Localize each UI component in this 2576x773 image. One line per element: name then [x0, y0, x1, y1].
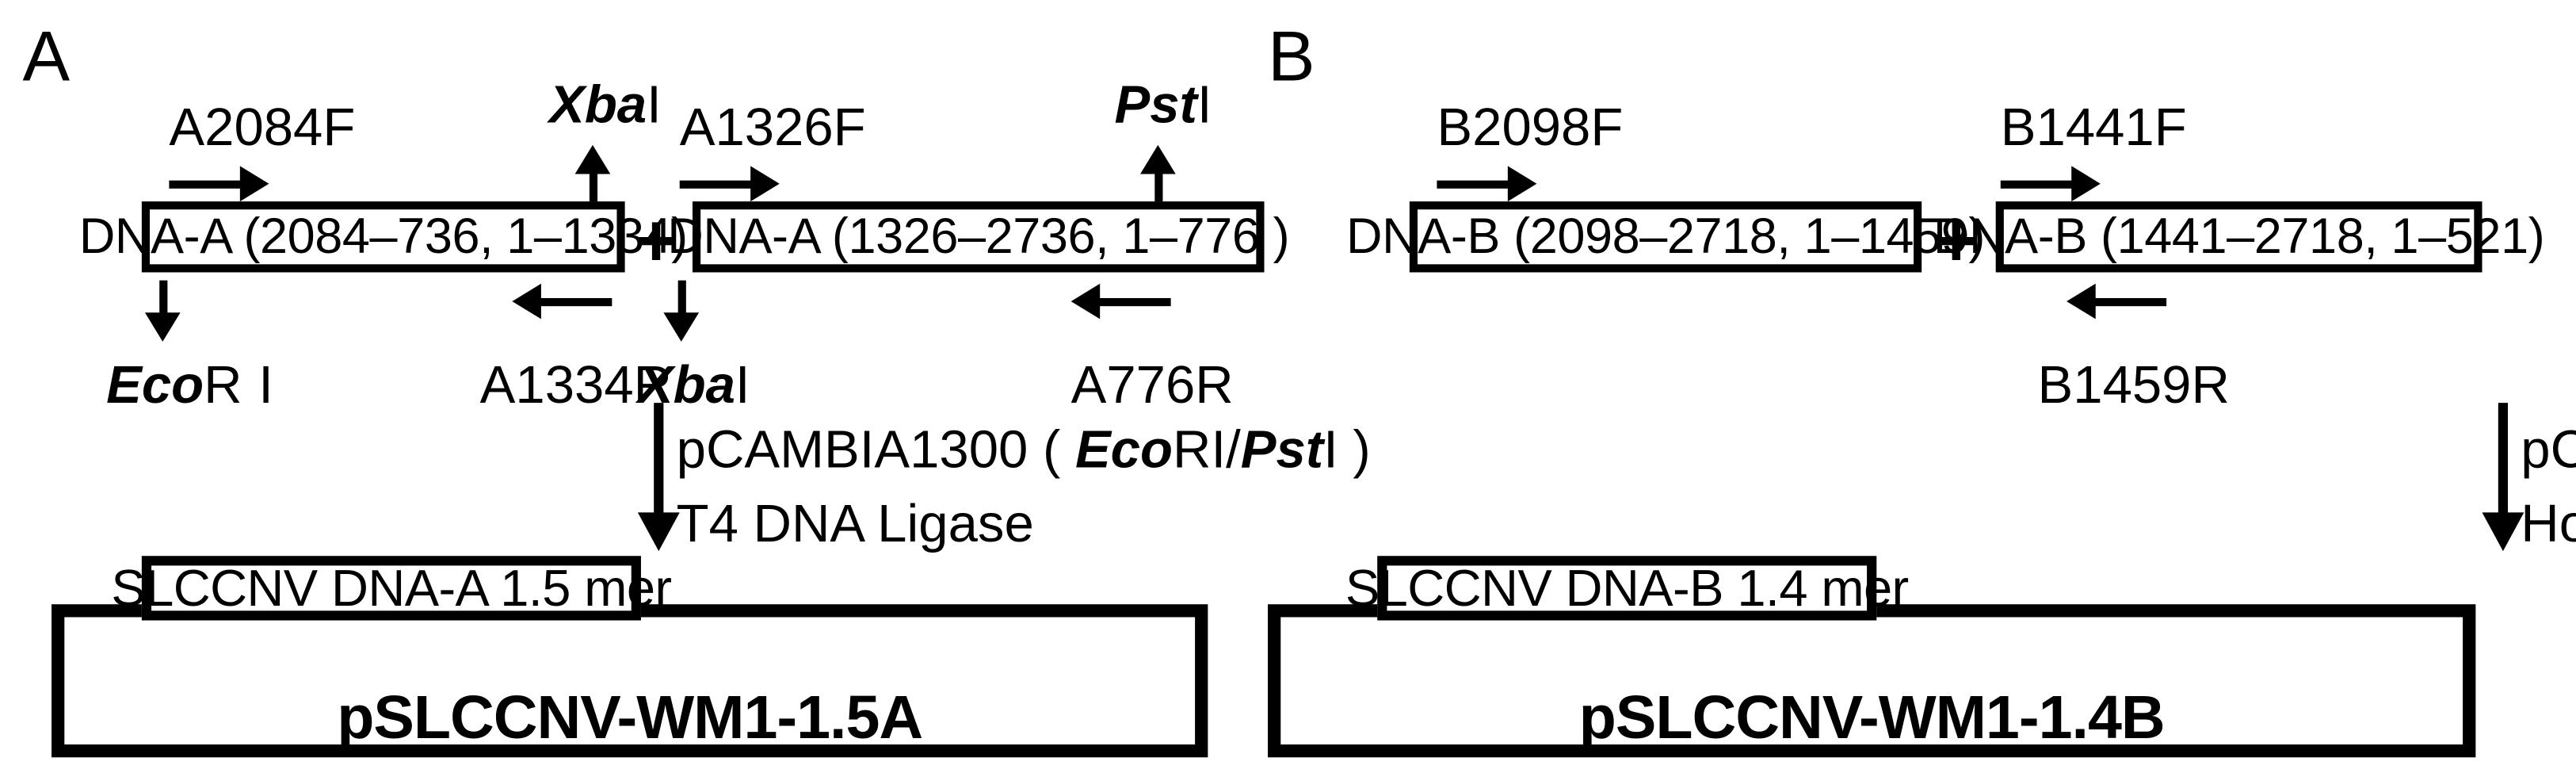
panel-a-letter: A — [22, 17, 71, 97]
primer-label-b2098f: B2098F — [1437, 96, 1624, 157]
construct-name-b: pSLCCNV-WM1-1.4B — [1578, 684, 2166, 753]
arrow-up-icon-psti — [1140, 144, 1176, 207]
fragment-box-dna-b-1: DNA-B (2098–2718, 1–1459) — [1346, 201, 1985, 273]
construct-insert-a: SLCCNV DNA-A 1.5 mer — [111, 556, 672, 621]
construct-insert-b: SLCCNV DNA-B 1.4 mer — [1345, 556, 1909, 621]
arrow-left-icon-b1459r — [2067, 283, 2167, 320]
arrow-right-icon-b1441f — [2000, 166, 2101, 202]
primer-label-a776r: A776R — [1070, 354, 1234, 415]
arrow-left-icon-a776r — [1070, 283, 1171, 320]
restriction-site-label-ecori: EcoR I — [106, 354, 273, 415]
plus-joiner-a: + — [634, 197, 678, 282]
panel-b: B B2098F B1441F DNA-B (2098–2718, 1–1459… — [1268, 0, 2576, 773]
construct-plasmid-a: pSLCCNV-WM1-1.5A — [52, 604, 1208, 758]
arrow-left-icon-a1334r — [512, 283, 613, 320]
primer-label-a1326f: A1326F — [679, 96, 866, 157]
primer-label-a2084f: A2084F — [169, 96, 356, 157]
panel-b-letter: B — [1268, 17, 1315, 97]
arrow-right-icon-b2098f — [1437, 166, 1537, 202]
arrow-down-long-icon-panel-b — [2482, 403, 2524, 552]
fragment-box-dna-a-1: DNA-A (2084–736, 1–1334) — [79, 201, 688, 273]
arrow-right-icon-a2084f — [169, 166, 269, 202]
fragment-box-dna-a-2: DNA-A (1326–2736, 1–776 ) — [667, 201, 1290, 273]
restriction-site-label-psti-top: PstI — [1114, 74, 1212, 134]
arrow-right-icon-a1326f — [679, 166, 780, 202]
restriction-site-label-xbai-top: XbaI — [549, 74, 662, 134]
arrow-up-icon-xbai — [574, 144, 611, 207]
arrow-down-icon-xbai-bottom — [663, 280, 700, 342]
primer-label-b1441f: B1441F — [2000, 96, 2187, 157]
primer-label-b1459r: B1459R — [2037, 354, 2230, 415]
process-method-label-a: T4 DNA Ligase — [676, 492, 1034, 553]
process-method-label-b: Homologous Recombination — [2521, 492, 2576, 553]
restriction-site-label-xbai-bottom: XbaI — [637, 354, 750, 415]
plus-joiner-b: + — [1934, 197, 1979, 282]
construct-name-a: pSLCCNV-WM1-1.5A — [337, 684, 923, 753]
construct-plasmid-b: pSLCCNV-WM1-1.4B — [1268, 604, 2476, 758]
fragment-box-dna-b-2: DNA-B (1441–2718, 1–521) — [1933, 201, 2545, 273]
primer-label-a1334r: A1334R — [479, 354, 673, 415]
panel-a: A A2084F XbaI A1326F PstI DNA-A (2084–73… — [0, 0, 1371, 773]
arrow-down-long-icon-panel-a — [637, 403, 680, 552]
process-vector-label-b: pCAMBIA1300 ( PstI/SacI ) — [2521, 419, 2576, 479]
arrow-down-icon-ecori — [144, 280, 181, 342]
process-vector-label-a: pCAMBIA1300 ( EcoRI/PstI ) — [676, 419, 1371, 479]
